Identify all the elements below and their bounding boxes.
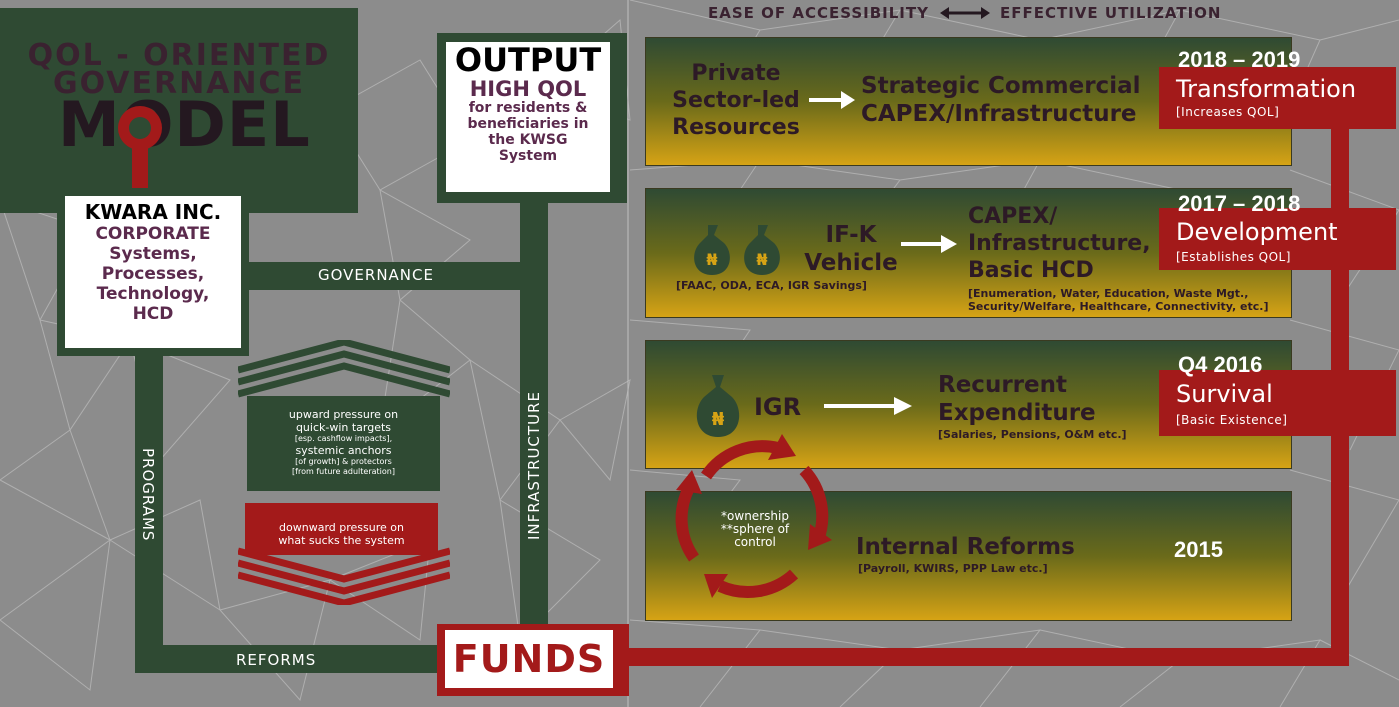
svg-text:₦: ₦: [756, 250, 767, 269]
stage-name: Transformation: [1176, 75, 1357, 103]
kwara-line: Systems,: [109, 244, 197, 264]
downward-chevrons: [238, 547, 450, 605]
money-bag-icon: ₦ ₦: [694, 225, 780, 275]
arrow-right-icon: [901, 235, 957, 253]
tier-source-line: Sector-led: [672, 88, 800, 113]
downward-pressure-line: downward pressure on: [279, 521, 404, 534]
model-title-line2: GOVERNANCE: [52, 66, 306, 101]
tier-target-note: [Salaries, Pensions, O&M etc.]: [938, 428, 1127, 441]
output-qol: HIGH QOL: [469, 77, 587, 101]
governance-label: GOVERNANCE: [318, 266, 434, 284]
downward-pressure-line: what sucks the system: [278, 534, 405, 547]
tier-source-line: IF-K: [825, 222, 877, 248]
cycle-line: *ownership: [721, 509, 789, 523]
stage-name: Survival: [1176, 380, 1273, 408]
keyhole-icon: [118, 106, 162, 206]
svg-text:₦: ₦: [706, 250, 717, 269]
stage-tag-development: Development [Establishes QOL]: [1159, 208, 1396, 270]
model-title-line1: QOL - ORIENTED: [27, 38, 331, 73]
tier-target-note-line: [Enumeration, Water, Education, Waste Mg…: [968, 287, 1249, 300]
tier-target-line: Internal Reforms: [856, 534, 1075, 560]
upward-chevrons: [238, 340, 450, 398]
output-desc-line: for residents &: [468, 100, 588, 116]
tier-target-line: Expenditure: [938, 400, 1096, 426]
upward-pressure-box: upward pressure on quick-win targets [es…: [247, 396, 440, 491]
model-title-box: QOL - ORIENTED GOVERNANCE MODEL: [0, 8, 358, 213]
output-desc-line: System: [498, 148, 558, 164]
cycle-line: **sphere of: [720, 522, 790, 536]
tier-source-line: IGR: [754, 393, 802, 421]
stage-year: Q4 2016: [1178, 352, 1263, 377]
kwara-line: Technology,: [96, 284, 210, 304]
output-box: OUTPUT HIGH QOL for residents & benefici…: [437, 33, 627, 203]
tier-source-line: Vehicle: [804, 250, 898, 276]
upward-pressure-line: upward pressure on: [288, 408, 399, 421]
upward-pressure-line: systemic anchors: [295, 444, 392, 457]
stage-tag-transformation: Transformation [Increases QOL]: [1159, 67, 1396, 129]
header-utilization-label: EFFECTIVE UTILIZATION: [1000, 4, 1222, 22]
tier-target-line: Infrastructure,: [968, 231, 1151, 256]
cycle-line: control: [734, 535, 776, 549]
arrow-right-icon: [809, 91, 855, 109]
stage-year: 2017 – 2018: [1178, 191, 1301, 216]
tier-target-line: CAPEX/: [968, 204, 1058, 229]
tier-target-line: Recurrent: [938, 372, 1067, 398]
stage-year: 2015: [1174, 537, 1223, 562]
output-desc-line: beneficiaries in: [467, 116, 589, 132]
kwara-line: Processes,: [101, 264, 205, 284]
money-bag-icon: ₦: [696, 375, 740, 437]
cycle-text: *ownership **sphere of control: [700, 510, 810, 549]
upward-pressure-note: [from future adulteration]: [292, 467, 395, 476]
infrastructure-label: INFRASTRUCTURE: [525, 391, 543, 540]
stage-desc: [Basic Existence]: [1176, 413, 1288, 427]
output-desc-line: the KWSG: [488, 132, 568, 148]
double-arrow-icon: [940, 7, 990, 19]
tier-internal-reforms: Internal Reforms [Payroll, KWIRS, PPP La…: [645, 491, 1292, 621]
funds-label: FUNDS: [452, 637, 606, 681]
kwara-line: CORPORATE: [95, 224, 211, 244]
stage-name: Development: [1176, 218, 1338, 246]
tier-source-note: [FAAC, ODA, ECA, IGR Savings]: [676, 279, 867, 292]
stage-tag-survival: Survival [Basic Existence]: [1159, 370, 1396, 436]
tier-target-line: Basic HCD: [968, 258, 1094, 283]
programs-label: PROGRAMS: [139, 448, 157, 542]
stage-year: 2018 – 2019: [1178, 47, 1301, 72]
reforms-label: REFORMS: [236, 651, 317, 669]
funds-box: FUNDS: [437, 624, 629, 696]
arrow-right-icon: [824, 397, 912, 415]
tier-target-note: [Payroll, KWIRS, PPP Law etc.]: [858, 562, 1048, 575]
upward-pressure-note: [esp. cashflow impacts],: [294, 434, 393, 443]
upward-pressure-note: [of growth] & protectors: [295, 457, 392, 466]
output-title: OUTPUT: [454, 41, 602, 79]
tier-source-line: Resources: [672, 115, 800, 140]
tier-target-note-line: Security/Welfare, Healthcare, Connectivi…: [968, 300, 1269, 313]
kwara-title: KWARA INC.: [84, 200, 222, 224]
cycle-arrows-icon: [675, 434, 832, 598]
header-ease-label: EASE OF ACCESSIBILITY: [708, 4, 929, 22]
stage-desc: [Increases QOL]: [1176, 105, 1280, 119]
kwara-line: HCD: [132, 304, 174, 324]
kwara-inc-box: KWARA INC. CORPORATE Systems, Processes,…: [57, 188, 249, 356]
svg-text:₦: ₦: [712, 409, 725, 430]
tier-target-line: CAPEX/Infrastructure: [861, 101, 1137, 127]
tier-source-line: Private: [691, 61, 781, 86]
downward-pressure-box: downward pressure on what sucks the syst…: [245, 503, 438, 555]
stage-desc: [Establishes QOL]: [1176, 250, 1291, 264]
upward-pressure-line: quick-win targets: [295, 421, 392, 434]
tier-target-line: Strategic Commercial: [861, 73, 1141, 99]
model-title-line3: MODEL: [58, 88, 311, 161]
